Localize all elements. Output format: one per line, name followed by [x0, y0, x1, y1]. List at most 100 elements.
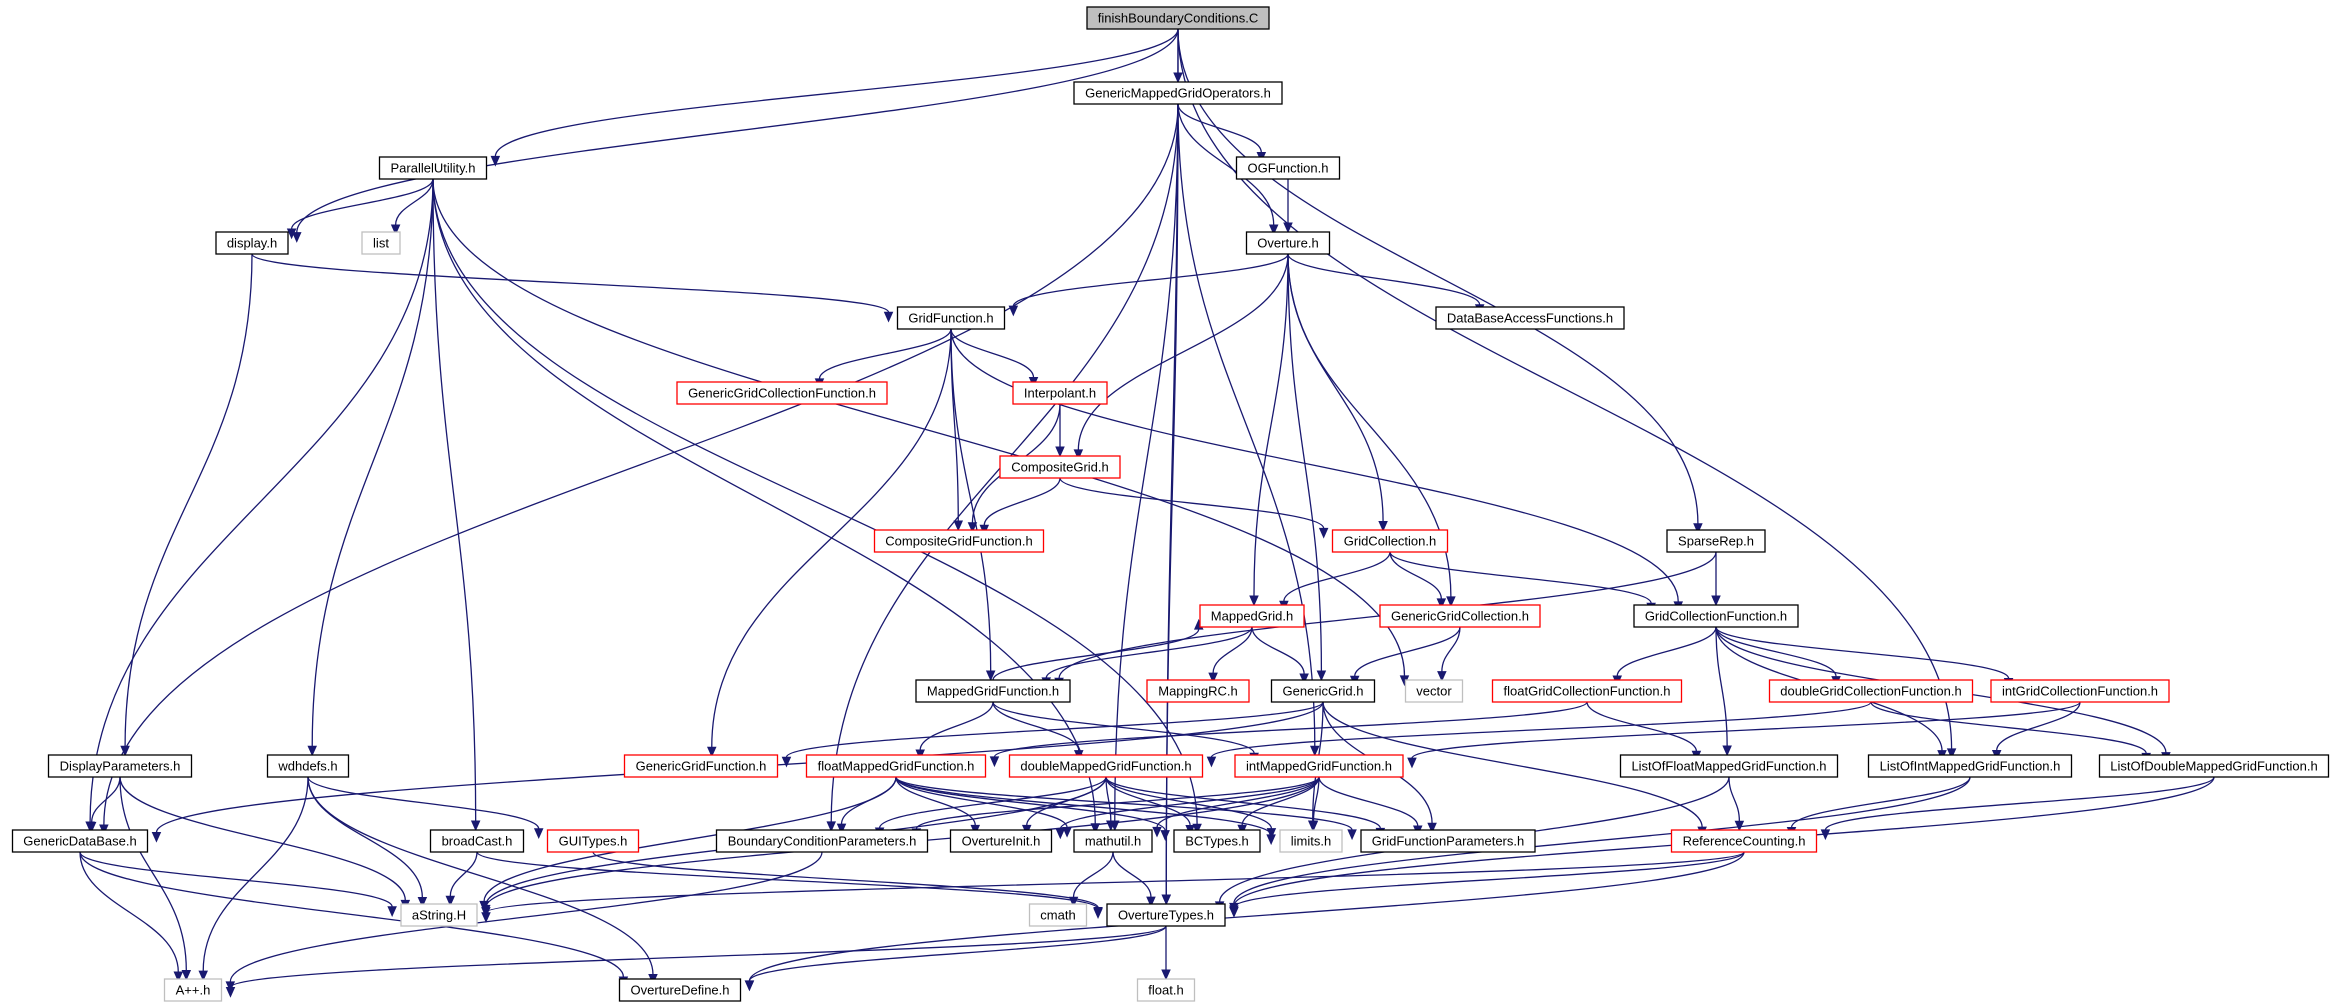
- edge-wdh-to-gui: [307, 776, 544, 840]
- edge-arrowhead: [1318, 527, 1329, 539]
- edge-line: [483, 776, 897, 902]
- edge-fmgf-to-gfp: [895, 776, 1357, 841]
- edge-line: [1389, 551, 1442, 600]
- edge-arrowhead: [1711, 595, 1721, 607]
- node-box: [1106, 903, 1226, 927]
- node-box: [1331, 529, 1449, 553]
- edge-sparse-to-gcf: [1711, 551, 1721, 607]
- node-otypes: OvertureTypes.h: [1106, 903, 1226, 927]
- edge-line: [983, 477, 1061, 526]
- edge-arrowhead: [390, 224, 401, 236]
- node-fgcf: floatGridCollectionFunction.h: [1491, 679, 1683, 703]
- node-box: [1670, 829, 1818, 853]
- edge-arrowhead: [1249, 595, 1259, 607]
- edge-line: [296, 28, 1179, 233]
- edge-line: [992, 628, 1200, 681]
- node-label: ListOfDoubleMappedGridFunction.h: [2110, 759, 2317, 774]
- node-label: mathutil.h: [1085, 834, 1141, 849]
- node-astring: aString.H: [400, 903, 478, 927]
- edge-ogf-to-overture: [1283, 179, 1293, 234]
- edge-arrowhead: [198, 970, 208, 982]
- edge-mathutil-to-cmath: [1068, 851, 1114, 908]
- edge-line: [950, 328, 1679, 602]
- node-box: [1491, 679, 1683, 703]
- edge-arrowhead: [1055, 828, 1066, 840]
- edge-arrowhead: [1206, 756, 1217, 768]
- edge-arrowhead: [1090, 823, 1101, 834]
- edge-line: [1824, 776, 2215, 831]
- node-label: GridFunctionParameters.h: [1372, 834, 1524, 849]
- edge-arrowhead: [1308, 820, 1319, 832]
- edge-arrowhead: [307, 745, 317, 757]
- edge-line: [1241, 776, 1320, 826]
- edge-line: [1253, 253, 1289, 597]
- node-box: [949, 829, 1053, 853]
- node-gf: GridFunction.h: [896, 306, 1006, 330]
- edge-line: [1287, 253, 1323, 672]
- node-sparse: SparseRep.h: [1666, 529, 1766, 553]
- edge-line: [1177, 103, 1262, 153]
- edge-line: [494, 28, 1179, 157]
- edge-line: [119, 776, 187, 971]
- node-label: GenericGridCollectionFunction.h: [688, 386, 876, 401]
- edge-arrowhead: [1229, 907, 1239, 918]
- edge-line: [748, 851, 1745, 982]
- node-ggf: GenericGridFunction.h: [623, 754, 779, 778]
- edge-line: [1728, 776, 1741, 822]
- edge-line: [79, 851, 179, 973]
- edge-line: [1012, 253, 1289, 307]
- edge-line: [1072, 851, 1114, 898]
- edge-line: [1411, 701, 2081, 759]
- node-dp: DisplayParameters.h: [47, 754, 193, 778]
- node-label: floatMappedGridFunction.h: [818, 759, 975, 774]
- edge-line: [1870, 701, 2147, 754]
- node-label: MappedGridFunction.h: [927, 684, 1059, 699]
- edge-line: [992, 701, 1255, 754]
- edge-rc-to-otypes: [1229, 851, 1745, 918]
- node-oinit: OvertureInit.h: [949, 829, 1053, 853]
- node-label: ListOfIntMappedGridFunction.h: [1880, 759, 2061, 774]
- node-gg: GenericGrid.h: [1270, 679, 1376, 703]
- edge-root-to-display: [291, 28, 1179, 243]
- edge-arrowhead: [1299, 673, 1309, 685]
- edge-arrowhead: [706, 746, 717, 758]
- node-label: GenericGridCollection.h: [1391, 609, 1529, 624]
- node-limits: limits.h: [1279, 829, 1343, 853]
- edge-root-to-limgf: [1177, 28, 1957, 760]
- edge-arrowhead: [1378, 521, 1388, 532]
- edge-arrowhead: [533, 828, 544, 840]
- edge-ggc-to-vector: [1437, 626, 1461, 682]
- node-label: list: [373, 236, 389, 251]
- node-label: MappingRC.h: [1158, 684, 1238, 699]
- edge-arrowhead: [744, 980, 755, 992]
- node-label: MappedGrid.h: [1211, 609, 1293, 624]
- edge-line: [311, 178, 434, 747]
- node-box: [1379, 604, 1541, 628]
- node-box: [1270, 679, 1376, 703]
- edge-bcp-to-app: [225, 851, 823, 993]
- node-label: GenericDataBase.h: [23, 834, 136, 849]
- edge-line: [1233, 776, 1971, 904]
- node-label: BCTypes.h: [1185, 834, 1249, 849]
- node-box: [999, 455, 1121, 479]
- node-label: GenericMappedGridOperators.h: [1085, 86, 1271, 101]
- edge-fgcf-to-fmgf: [989, 701, 1588, 768]
- edge-pu-to-display: [286, 178, 434, 240]
- edge-fmgf-to-bct: [895, 776, 1170, 841]
- edge-line: [1283, 551, 1391, 602]
- edge-arrowhead: [781, 756, 792, 768]
- edge-line: [119, 776, 406, 901]
- edge-line: [818, 328, 952, 380]
- edge-arrowhead: [481, 912, 491, 923]
- edge-line: [1177, 103, 1275, 225]
- node-label: doubleGridCollectionFunction.h: [1780, 684, 1961, 699]
- edge-limgf-to-rc: [1786, 776, 1971, 838]
- node-limgf: ListOfIntMappedGridFunction.h: [1867, 754, 2073, 778]
- node-box: [1633, 604, 1799, 628]
- node-label: cmath: [1040, 908, 1075, 923]
- node-dgcf: doubleGridCollectionFunction.h: [1768, 679, 1974, 703]
- edge-arrowhead: [86, 821, 97, 833]
- edge-line: [1312, 776, 1320, 822]
- edge-line: [476, 851, 1099, 910]
